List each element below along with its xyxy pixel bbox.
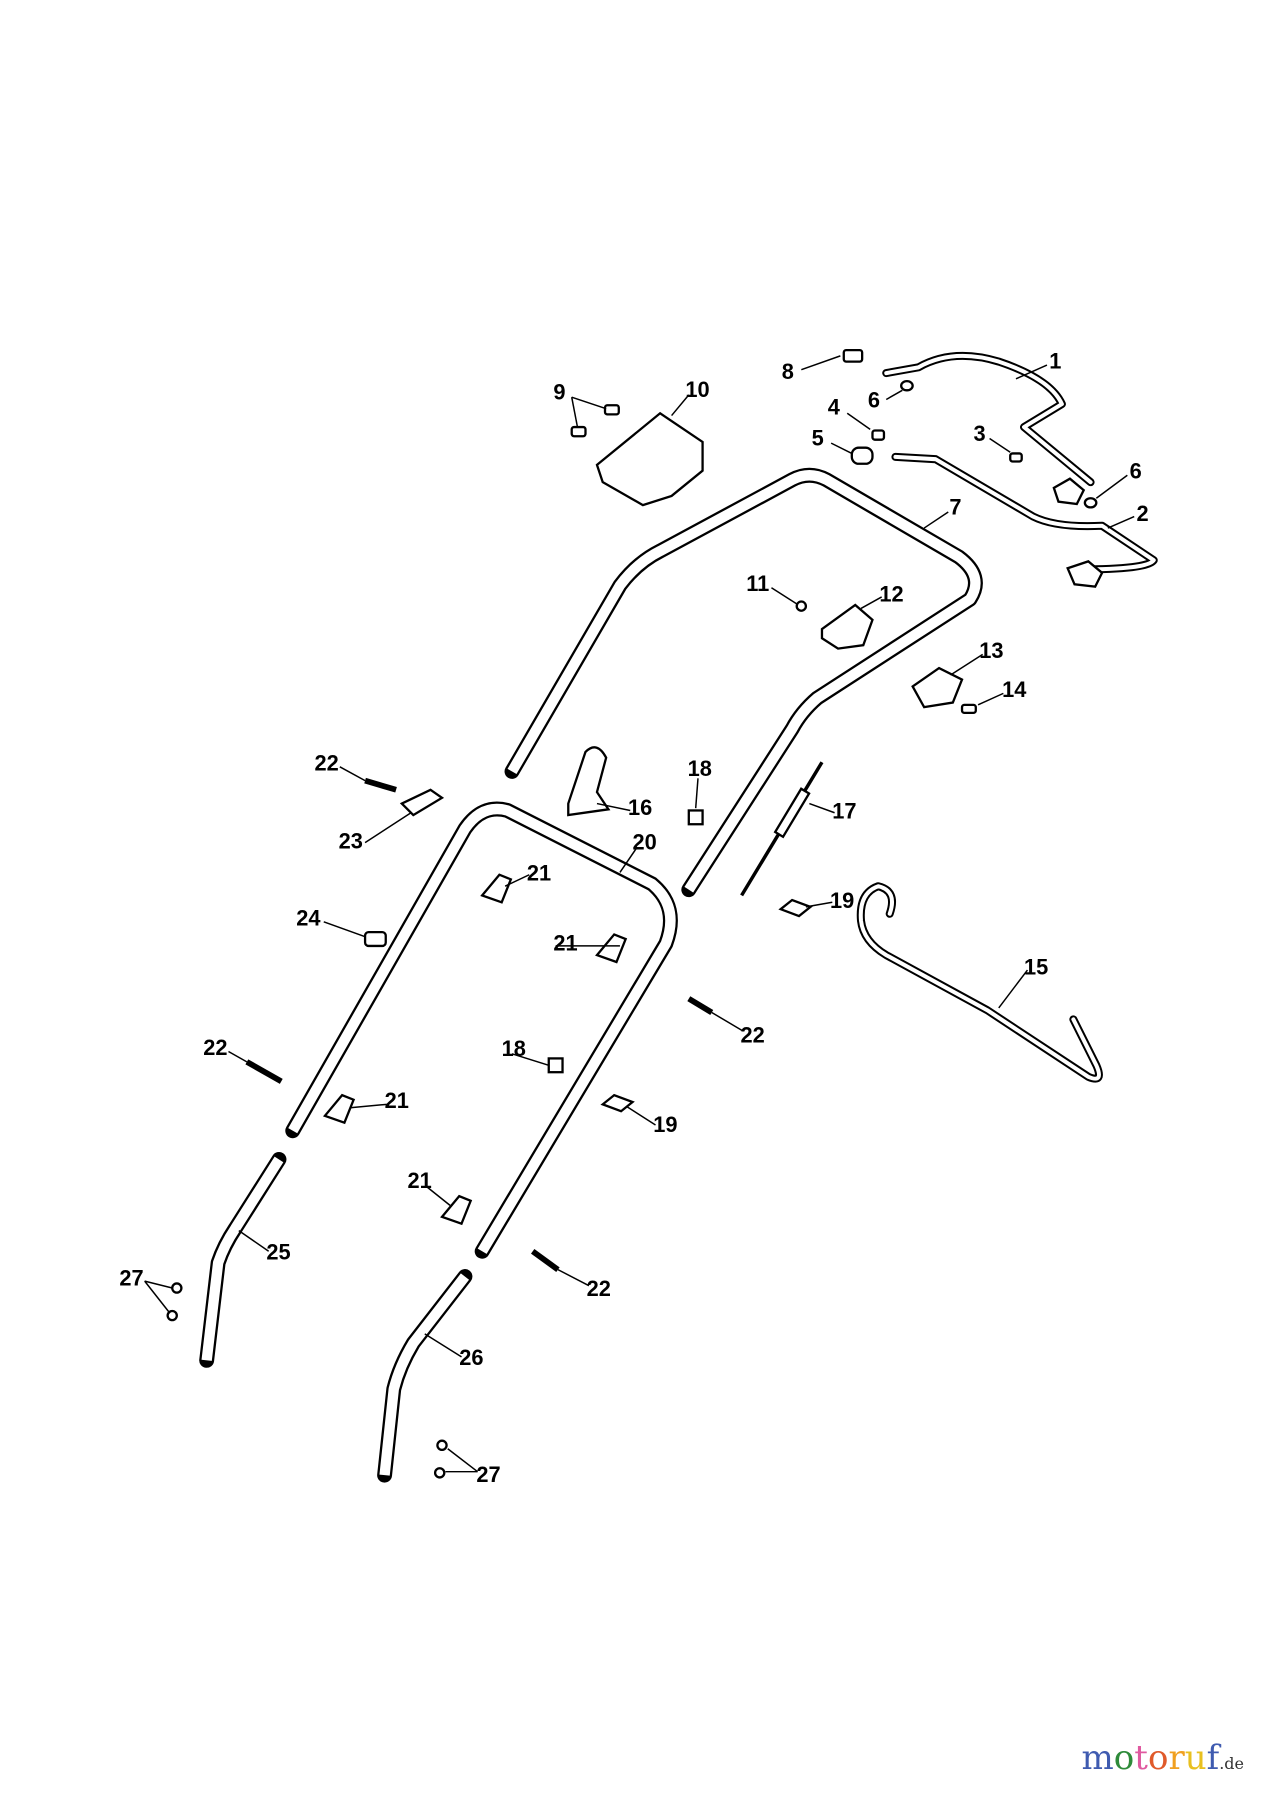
callout-13: 13	[979, 638, 1003, 663]
bail-rod-15	[856, 882, 1103, 1083]
callout-27: 27	[476, 1462, 500, 1487]
callout-5: 5	[812, 425, 824, 450]
callout-24: 24	[296, 905, 320, 930]
callout-23: 23	[339, 828, 363, 853]
logo-brand: motoruf	[1081, 1738, 1220, 1778]
screw-27	[166, 1282, 448, 1479]
callout-11: 11	[746, 571, 769, 596]
callout-21: 21	[385, 1088, 409, 1113]
clamp-23	[399, 788, 445, 817]
callout-14: 14	[1002, 677, 1026, 702]
callout-18: 18	[688, 756, 712, 781]
callout-17: 17	[832, 798, 856, 823]
callout-19: 19	[653, 1112, 677, 1137]
callout-25: 25	[266, 1239, 290, 1264]
housing-12	[820, 603, 874, 650]
bolt-22	[245, 777, 714, 1272]
lower-tube-26	[377, 1269, 473, 1483]
callout-19: 19	[830, 888, 854, 913]
motoruf-watermark-logo: motoruf.de	[1082, 1738, 1244, 1778]
callout-9: 9	[553, 379, 565, 404]
cover-10	[595, 411, 704, 507]
callout-22: 22	[315, 750, 339, 775]
knob-21	[322, 873, 628, 1226]
small-parts	[166, 348, 1098, 1479]
cable-17	[740, 761, 824, 897]
bolt-8	[842, 348, 864, 363]
clip-16	[567, 746, 611, 817]
callout-22: 22	[587, 1276, 611, 1301]
callout-15: 15	[1024, 955, 1048, 980]
callout-16: 16	[628, 795, 652, 820]
nut-18	[687, 809, 704, 826]
callout-20: 20	[633, 829, 657, 854]
upper-handle-7	[504, 467, 983, 898]
pivot-5	[850, 446, 874, 465]
callout-22: 22	[203, 1035, 227, 1060]
callout-26: 26	[459, 1345, 483, 1370]
leader-lines	[144, 355, 1135, 1473]
sleeve-24	[363, 930, 387, 948]
callout-8: 8	[782, 359, 794, 384]
callout-7: 7	[949, 494, 961, 519]
callout-1: 1	[1049, 348, 1061, 373]
callout-labels: 1 2 3 4 5 6 6 7 8 9 10 11 12 13 14 15 16…	[119, 348, 1148, 1487]
switch-13	[911, 666, 964, 709]
callout-12: 12	[879, 582, 903, 607]
control-bar-1	[882, 351, 1095, 506]
callout-6: 6	[1130, 459, 1142, 484]
callout-10: 10	[685, 377, 709, 402]
control-bar-2	[891, 452, 1158, 588]
callout-22: 22	[740, 1022, 764, 1047]
callout-6: 6	[868, 388, 880, 413]
callout-21: 21	[553, 931, 577, 956]
callout-3: 3	[974, 421, 986, 446]
callout-21: 21	[408, 1168, 432, 1193]
lower-handle-20	[285, 801, 678, 1259]
logo-tld: .de	[1219, 1754, 1244, 1773]
callout-4: 4	[828, 394, 840, 419]
callout-18: 18	[502, 1036, 526, 1061]
callout-27: 27	[119, 1266, 143, 1291]
callout-2: 2	[1137, 501, 1149, 526]
plate-19	[778, 898, 813, 918]
callout-21: 21	[527, 860, 551, 885]
lower-tube-25	[199, 1151, 287, 1368]
